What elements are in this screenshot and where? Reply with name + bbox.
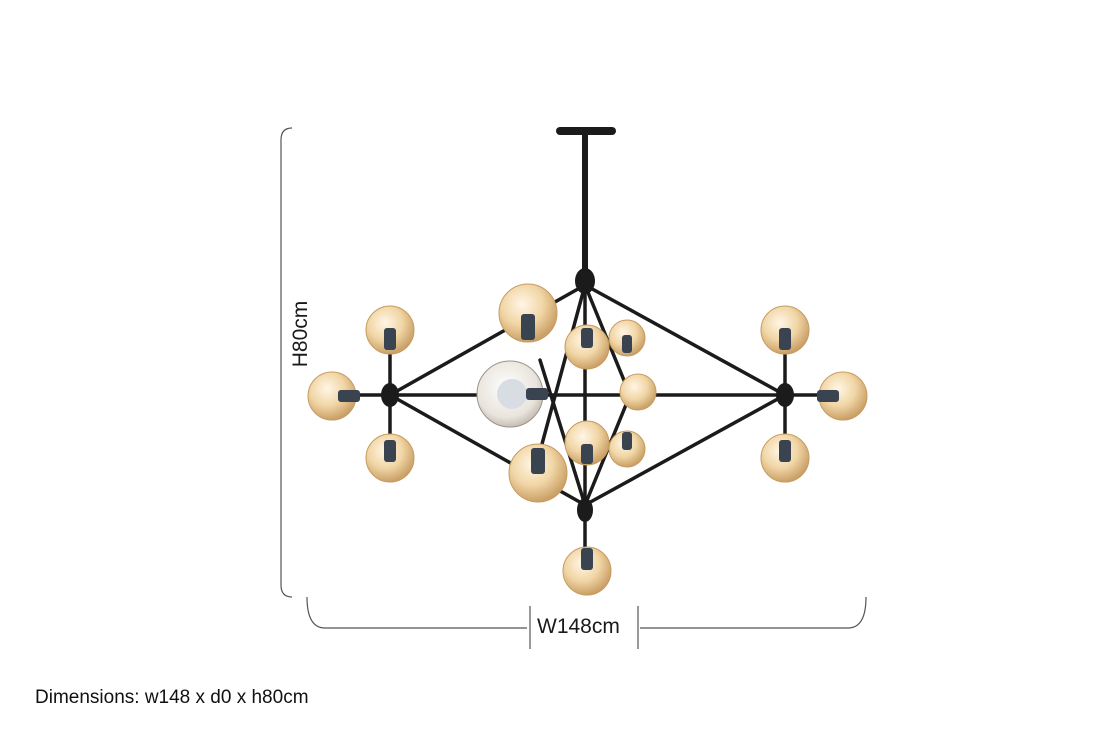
globe-center-right-small xyxy=(619,373,657,411)
globe-left-mid xyxy=(307,371,360,421)
globe-upper-left-large xyxy=(498,283,558,343)
dimensions-caption: Dimensions: w148 x d0 x h80cm xyxy=(35,687,309,708)
globe-right-mid xyxy=(817,371,868,421)
glass-globes xyxy=(307,283,868,596)
globe-center-clear xyxy=(476,360,548,428)
globe-lower-center xyxy=(564,420,610,466)
globe-upper-center xyxy=(564,324,610,370)
globe-right-top xyxy=(760,305,810,355)
globe-left-top xyxy=(365,305,415,355)
globe-left-bottom xyxy=(365,433,415,483)
globe-lower-right-small xyxy=(608,430,646,468)
globe-upper-right-small xyxy=(608,319,646,357)
globe-lower-left-large xyxy=(508,443,568,503)
width-guide xyxy=(306,596,867,649)
globe-right-bottom xyxy=(760,433,810,483)
width-dimension-label: W148cm xyxy=(533,615,624,639)
height-dimension-label: H80cm xyxy=(289,299,313,369)
height-guide xyxy=(280,127,293,598)
ceiling-mount xyxy=(556,127,616,294)
globe-bottom xyxy=(562,546,612,596)
